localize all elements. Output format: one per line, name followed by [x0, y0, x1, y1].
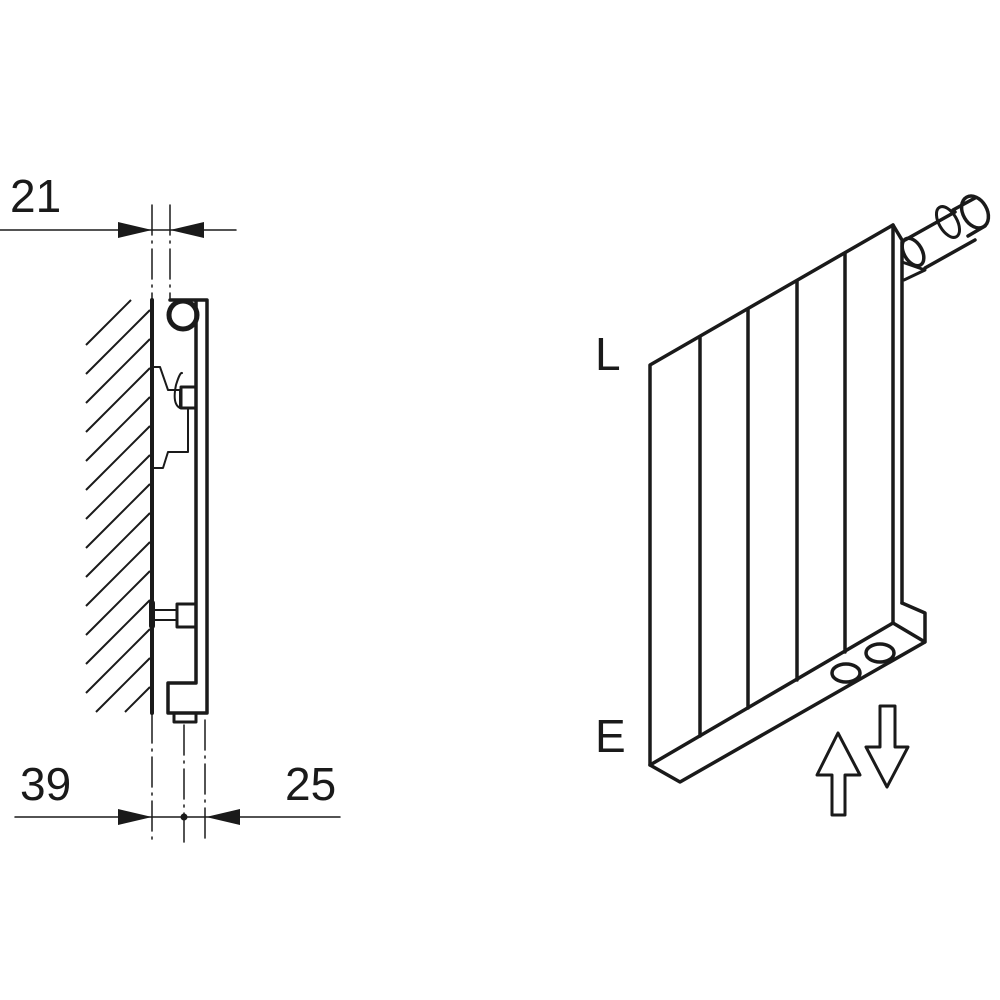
flow-down-arrow-icon [864, 704, 910, 789]
hatch-line [85, 338, 151, 404]
hatch-line [124, 686, 151, 713]
label-L: L [595, 328, 621, 380]
hatch-line [85, 425, 151, 491]
hatch-line [85, 628, 151, 694]
hatch-line [95, 657, 151, 713]
hatch-line [85, 483, 151, 549]
label-E: E [595, 710, 626, 762]
hatch-line [85, 396, 151, 462]
hatch-line [85, 299, 132, 346]
radiator-section [149, 298, 209, 724]
dimension-21: 21 [0, 170, 237, 238]
wall-hatching [85, 299, 151, 713]
hatch-line [85, 454, 151, 520]
pipe-circle [166, 298, 200, 332]
hatch-line [85, 367, 151, 433]
extension-lines [151, 204, 206, 843]
radiator-body [648, 223, 927, 784]
dimension-label-21: 21 [10, 170, 61, 222]
hatch-line [85, 512, 151, 578]
inlet-hole [830, 662, 862, 684]
outlet-hole [864, 642, 896, 664]
isometric-view: L E [595, 194, 991, 817]
hatch-line [85, 541, 151, 607]
thermostatic-valve [900, 194, 991, 270]
hatch-line [85, 309, 151, 375]
hatch-line [85, 599, 151, 665]
dimension-label-25: 25 [285, 758, 336, 810]
flow-up-arrow-icon [815, 731, 862, 817]
dimension-39-25: 39 25 [14, 758, 341, 825]
dimension-label-39: 39 [20, 758, 71, 810]
hatch-line [85, 570, 151, 636]
side-view: 21 39 25 [0, 170, 341, 843]
